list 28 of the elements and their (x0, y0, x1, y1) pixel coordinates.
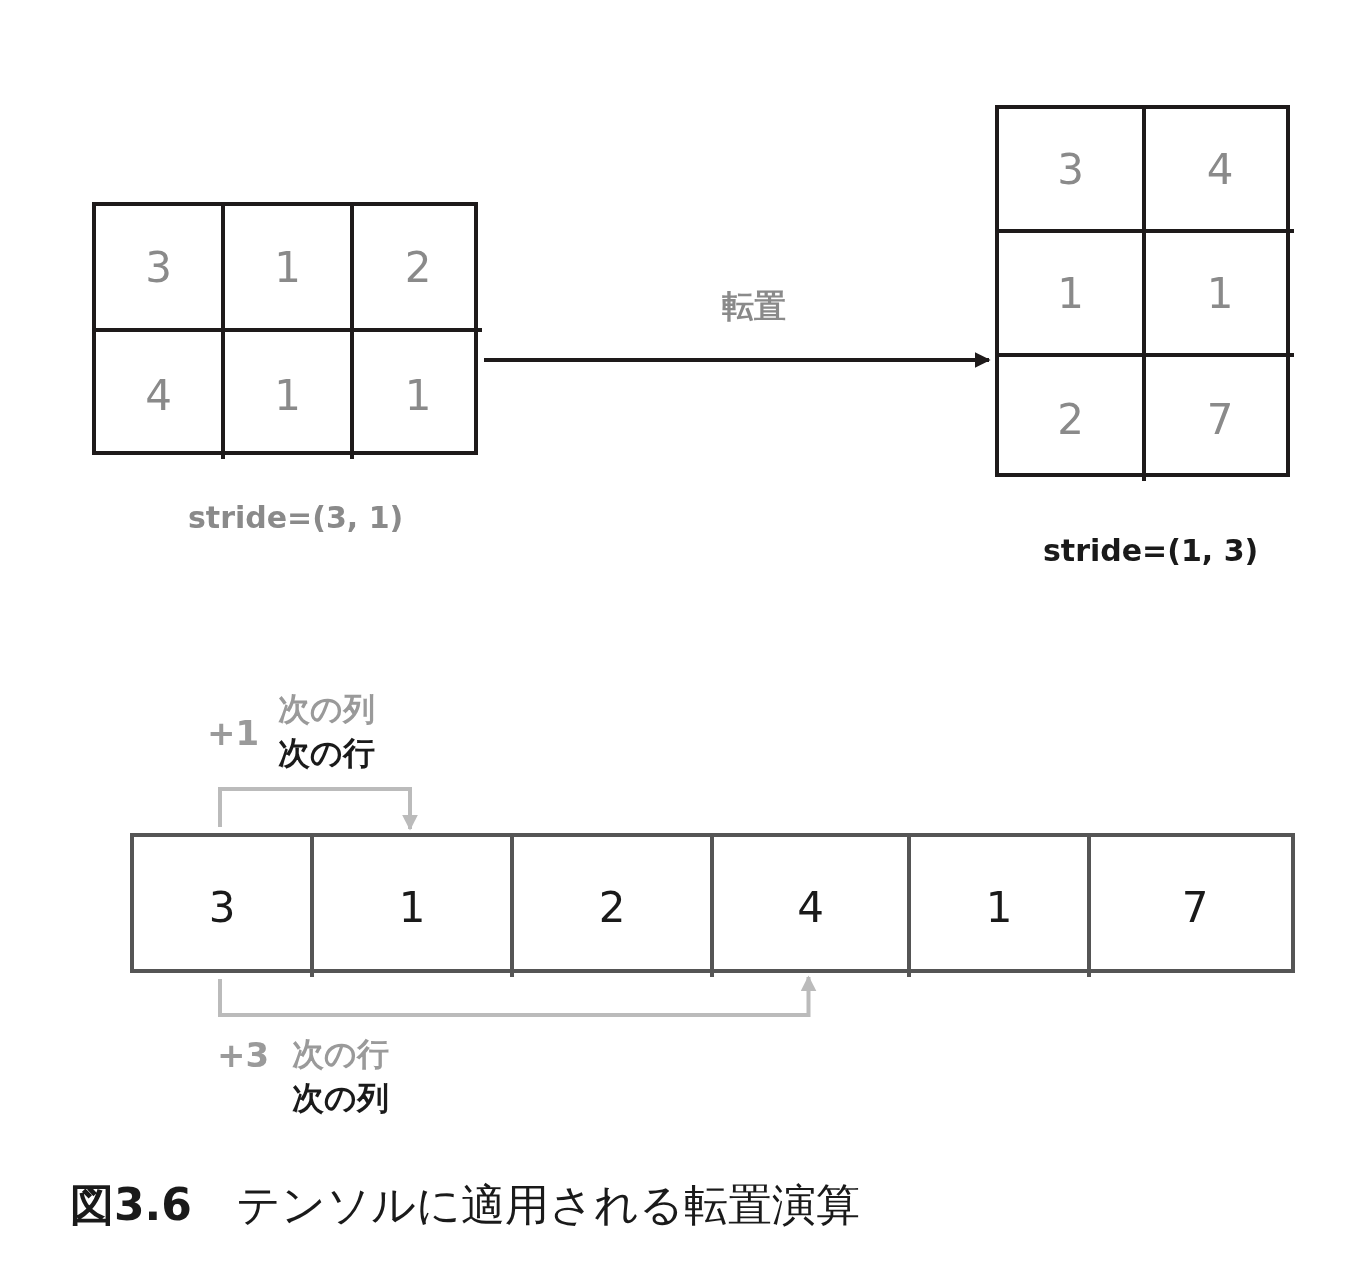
storage-cell: 2 (514, 837, 714, 977)
matrix-cell: 4 (96, 332, 225, 459)
matrix-cell: 1 (999, 233, 1146, 357)
stride-label: stride=(3, 1) (188, 500, 404, 535)
stride-label: stride=(1, 3) (1043, 533, 1259, 568)
matrix-cell: 3 (96, 206, 225, 332)
matrix-cell: 2 (354, 206, 482, 332)
storage-cell: 1 (314, 837, 514, 977)
step-label: 次の列 (278, 689, 375, 730)
storage-cell: 7 (1091, 837, 1299, 977)
step-label: 次の行 (292, 1034, 389, 1075)
matrix-cell: 1 (225, 332, 354, 459)
figure-caption: 図3.6 テンソルに適用される転置演算 (70, 1178, 860, 1232)
storage-cell: 1 (911, 837, 1091, 977)
matrix-cell: 1 (354, 332, 482, 459)
storage-cell: 3 (134, 837, 314, 977)
arrow (484, 352, 991, 368)
matrix-cell: 2 (999, 357, 1146, 481)
arrow (218, 787, 418, 831)
matrix-cell: 1 (1146, 233, 1294, 357)
matrix-cell: 4 (1146, 109, 1294, 233)
step-label: 次の行 (278, 733, 375, 774)
storage-cell: 4 (714, 837, 911, 977)
step-label: 次の列 (292, 1078, 389, 1119)
arrow (218, 975, 817, 1017)
matrix-cell: 3 (999, 109, 1146, 233)
matrix-cell: 7 (1146, 357, 1294, 481)
matrix-cell: 1 (225, 206, 354, 332)
